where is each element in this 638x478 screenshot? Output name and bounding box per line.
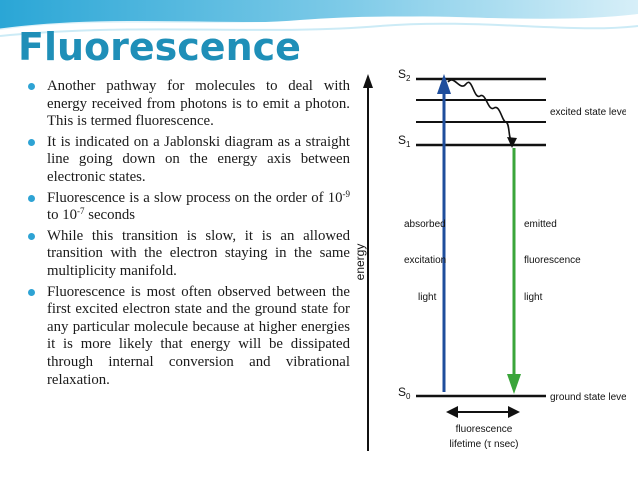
bullet-item: Fluorescence is a slow process on the or… <box>26 188 351 225</box>
excited-levels-brace <box>544 99 546 123</box>
emitted-label: fluorescence <box>524 255 581 266</box>
energy-axis-label: energy <box>356 244 367 281</box>
bullet-text: While this transition is slow, it is an … <box>47 227 350 279</box>
exponent: -9 <box>342 188 351 199</box>
bullet-list: Another pathway for molecules to deal wi… <box>26 78 350 392</box>
bullet-dot-icon <box>28 83 35 90</box>
bullet-text: It is indicated on a Jablonski diagram a… <box>47 133 350 185</box>
jablonski-diagram-svg: energy S2 S1 S0 excited state levels abs… <box>356 67 626 451</box>
absorption-arrowhead <box>437 74 451 94</box>
lifetime-label: fluorescence <box>456 424 513 435</box>
absorbed-label: absorbed <box>404 219 446 230</box>
relaxation-squiggle <box>447 79 513 143</box>
ground-level-label: ground state level <box>550 392 626 403</box>
lifetime-label: lifetime (τ nsec) <box>450 439 519 450</box>
bullet-item: Fluorescence is most often observed betw… <box>26 284 350 390</box>
emitted-label: light <box>524 292 543 303</box>
bullet-dot-icon <box>28 232 35 240</box>
bullet-dot-icon <box>28 288 35 296</box>
bullet-item: Another pathway for molecules to deal wi… <box>26 78 350 131</box>
bullet-dot-icon <box>28 194 35 202</box>
jablonski-diagram: energy S2 S1 S0 excited state levels abs… <box>356 66 626 458</box>
bullet-text: Fluorescence is most often observed betw… <box>47 283 350 388</box>
s1-label: S1 <box>398 133 411 149</box>
bullet-text-part: Fluorescence is a slow process on the or… <box>47 189 343 206</box>
s0-label: S0 <box>398 385 411 401</box>
bullet-text-part: to 10 <box>47 207 78 224</box>
excited-levels-label: excited state levels <box>550 107 626 118</box>
relaxation-arrowhead <box>507 137 517 148</box>
energy-axis-arrowhead <box>363 74 373 88</box>
bullet-text: Another pathway for molecules to deal wi… <box>47 78 350 130</box>
absorbed-label: excitation <box>404 255 446 266</box>
emission-arrowhead <box>507 374 521 394</box>
exponent: -7 <box>77 206 85 217</box>
bullet-dot-icon <box>28 138 35 146</box>
bullet-item: While this transition is slow, it is an … <box>26 228 350 281</box>
header-wave-banner <box>0 0 638 37</box>
slide-title: Fluorescence <box>18 25 301 69</box>
s2-label: S2 <box>398 67 411 83</box>
absorbed-label: light <box>418 292 437 303</box>
emitted-label: emitted <box>524 219 557 230</box>
bullet-text-part: seconds <box>84 207 136 224</box>
bullet-item: It is indicated on a Jablonski diagram a… <box>26 134 350 187</box>
